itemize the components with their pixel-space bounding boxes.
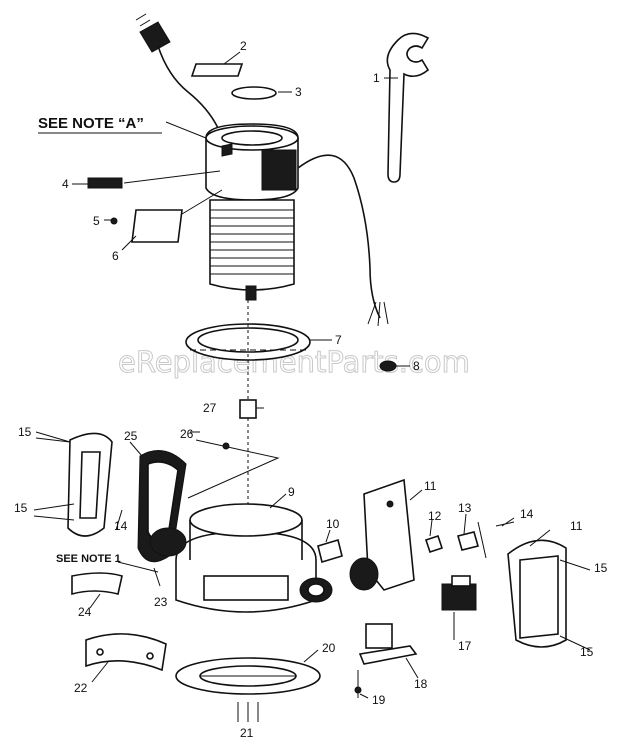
part-brush-4 [87, 170, 221, 189]
part-knob-10 [317, 538, 343, 564]
callout-1: 1 [373, 71, 380, 85]
part-plate-18 [358, 623, 418, 665]
part-wrench [386, 32, 430, 183]
callout-19: 19 [372, 693, 386, 707]
callout-12: 12 [428, 509, 442, 523]
callout-15-c: 15 [594, 561, 608, 575]
callout-15-a: 15 [18, 425, 32, 439]
part-right-handle [507, 539, 567, 648]
part-subbase-20 [175, 657, 321, 695]
callout-10: 10 [326, 517, 340, 531]
part-switch-12 [424, 534, 444, 554]
power-cord [135, 13, 219, 129]
callout-numbers: 1 2 3 4 5 6 7 8 9 10 11 11 12 13 14 14 1… [14, 39, 608, 740]
part-collet-27 [239, 300, 257, 508]
leader-lines [33, 51, 591, 699]
note-a-label: SEE NOTE “A” [38, 115, 144, 132]
callout-8: 8 [413, 359, 420, 373]
part-plate-6 [131, 189, 223, 243]
part-nut-8 [379, 360, 397, 372]
part-plate-24 [71, 572, 123, 596]
part-disc-3 [231, 86, 277, 100]
part-bracket-11 [349, 478, 415, 591]
callout-9: 9 [288, 485, 295, 499]
callout-25: 25 [124, 429, 138, 443]
part-left-handle [67, 432, 113, 537]
callout-15-d: 15 [580, 645, 594, 659]
part-switch-17 [441, 575, 477, 611]
callout-5: 5 [93, 214, 100, 228]
callout-27: 27 [203, 401, 217, 415]
router-base [149, 503, 333, 613]
callout-21: 21 [240, 726, 254, 740]
callout-6: 6 [112, 249, 119, 263]
note-1-label: SEE NOTE 1 [56, 553, 121, 565]
part-guard-22 [85, 633, 167, 672]
callout-22: 22 [74, 681, 88, 695]
callout-14-left: 14 [114, 519, 128, 533]
callout-23: 23 [154, 595, 168, 609]
callout-15-b: 15 [14, 501, 28, 515]
callout-7: 7 [335, 333, 342, 347]
part-rod-26 [187, 439, 280, 499]
callout-2: 2 [240, 39, 247, 53]
callout-11-right: 11 [570, 519, 583, 533]
part-screw-19 [354, 670, 362, 698]
callout-17: 17 [458, 639, 472, 653]
callout-26: 26 [180, 427, 194, 441]
part-label-2 [190, 63, 244, 77]
part-screws-21 [237, 702, 259, 722]
callout-14-right: 14 [520, 507, 534, 521]
callout-24: 24 [78, 605, 92, 619]
callout-18: 18 [414, 677, 428, 691]
part-switch-13 [457, 521, 487, 559]
callout-3: 3 [295, 85, 302, 99]
callout-11-top: 11 [424, 479, 437, 493]
part-screw-5 [110, 217, 118, 225]
callout-4: 4 [62, 177, 69, 191]
callout-13: 13 [458, 501, 472, 515]
motor-housing [205, 123, 389, 327]
callout-20: 20 [322, 641, 336, 655]
